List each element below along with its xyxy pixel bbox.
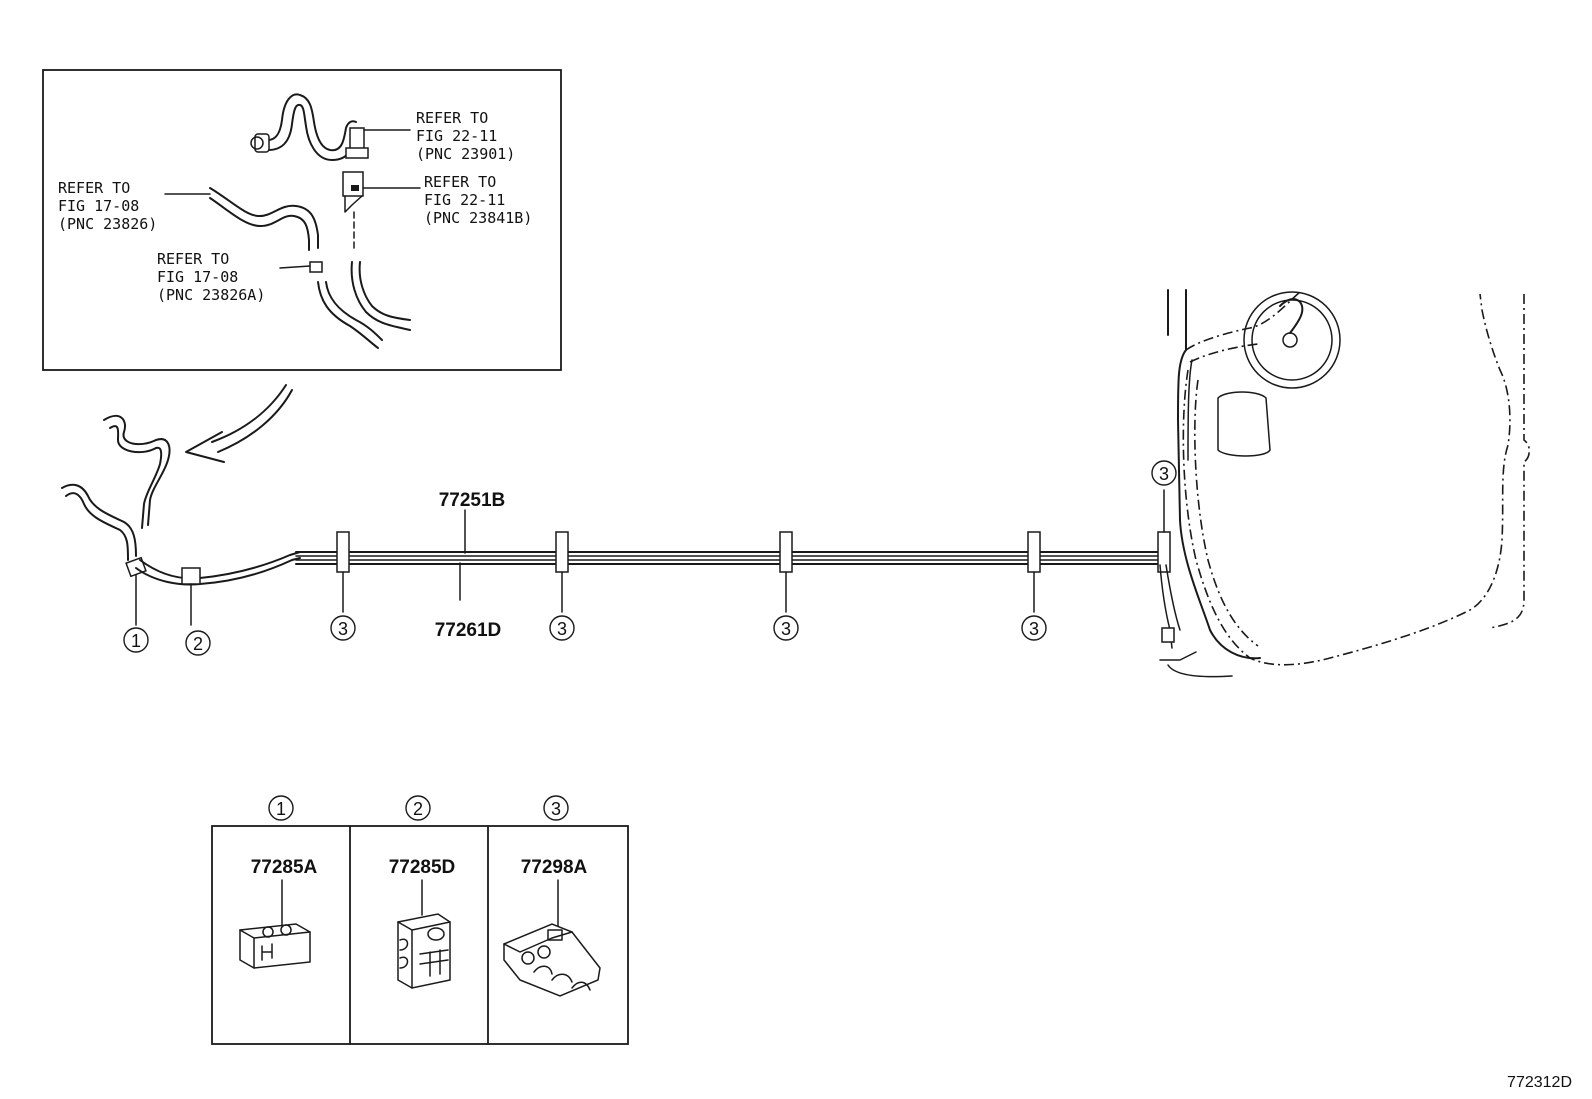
fuel-tank-area: [1159, 289, 1531, 678]
legend-callout-2: 2: [413, 799, 423, 819]
main-tube-run: [295, 489, 1171, 613]
ref-23841b-line1: REFER TO: [424, 173, 496, 191]
legend-callout-1: 1: [276, 799, 286, 819]
inset-clip-23841b: [342, 171, 421, 251]
ref-23901-line3: (PNC 23901): [416, 145, 515, 163]
inset-frame: [42, 69, 562, 371]
ref-23826-line1: REFER TO: [58, 179, 130, 197]
legend-part-77285d: 77285D: [389, 857, 456, 878]
legend-part-77285a: 77285A: [251, 857, 318, 878]
part-77261d: 77261D: [435, 620, 502, 641]
left-hose-assembly: [61, 414, 301, 626]
callout-2-hose: 2: [193, 634, 203, 654]
figure-code: 772312D: [1507, 1074, 1572, 1091]
inset-detail: REFER TO FIG 22-11 (PNC 23901) REFER TO …: [42, 69, 562, 371]
callout-3-e: 3: [1159, 464, 1169, 484]
callout-3-a: 3: [338, 619, 348, 639]
ref-23826a-line2: FIG 17-08: [157, 268, 238, 286]
callout-3-c: 3: [781, 619, 791, 639]
callout-1-hose: 1: [131, 631, 141, 651]
callout-3-b: 3: [557, 619, 567, 639]
callouts-main: 1 2 3 3 3 3 3: [123, 460, 1177, 656]
ref-23841b-line3: (PNC 23841B): [424, 209, 532, 227]
clip-legend: 1 2 3 77285A 77285D 77298A: [211, 795, 629, 1045]
clip-3-c: [779, 531, 793, 573]
legend-part-77298a: 77298A: [521, 857, 588, 878]
part-77251b: 77251B: [439, 490, 506, 511]
clip-3-b: [555, 531, 569, 573]
clip-3-a: [336, 531, 350, 573]
clip-3-d: [1027, 531, 1041, 573]
ref-23826a-line1: REFER TO: [157, 250, 229, 268]
ref-23841b-line2: FIG 22-11: [424, 191, 505, 209]
ref-23826a-line3: (PNC 23826A): [157, 286, 265, 304]
clip-77285a-drawing: [239, 879, 311, 969]
ref-23901-line2: FIG 22-11: [416, 127, 497, 145]
inset-top-hose: [250, 93, 411, 161]
clip-77285d-drawing: [397, 879, 451, 989]
ref-23826-line3: (PNC 23826): [58, 215, 157, 233]
ref-23901-line1: REFER TO: [416, 109, 488, 127]
clip-77298a-drawing: [503, 879, 601, 997]
inset-left-hose: [164, 187, 411, 349]
callout-3-d: 3: [1029, 619, 1039, 639]
legend-callout-3: 3: [551, 799, 561, 819]
detail-arrow: [185, 384, 293, 463]
ref-23826-line2: FIG 17-08: [58, 197, 139, 215]
